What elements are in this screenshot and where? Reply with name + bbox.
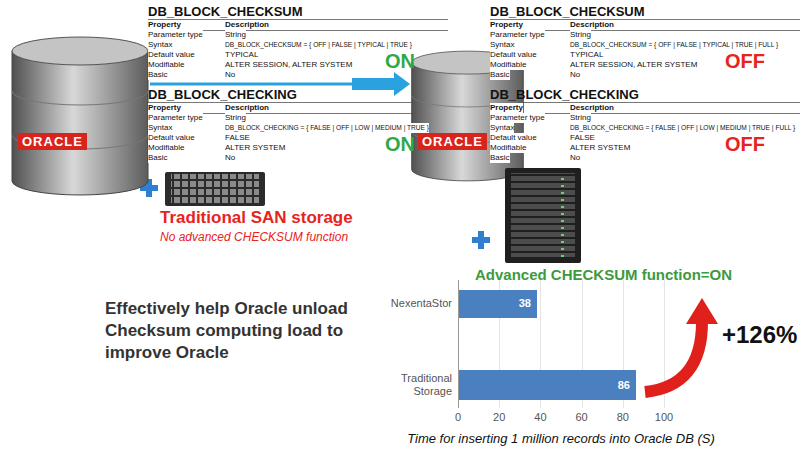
node-text: ORACLE	[18, 133, 87, 150]
table-cell: String	[225, 30, 246, 40]
table-cell: Parameter type	[490, 30, 545, 40]
table-cell: String	[570, 30, 591, 40]
table-cell: Parameter type	[148, 30, 203, 40]
table-cell: String	[225, 113, 246, 123]
table-cell: Description	[225, 103, 269, 113]
bar-value: 86	[618, 379, 630, 392]
table-cell: Description	[225, 20, 269, 30]
axis-tick: 80	[617, 411, 629, 424]
table-cell: Syntax	[490, 123, 514, 133]
table-cell: Description	[570, 103, 614, 113]
table-cell: Modifiable	[148, 60, 184, 70]
node-text: Advanced CHECKSUM function=ON	[475, 266, 732, 283]
table-cell: ALTER SESSION, ALTER SYSTEM	[225, 60, 352, 70]
table-cell: Property	[148, 103, 181, 113]
table-cell: Modifiable	[490, 143, 526, 153]
axis-tick: 60	[575, 411, 587, 424]
database-cylinder	[10, 35, 150, 197]
connector-line	[150, 83, 352, 86]
table-cell: Default value	[490, 133, 537, 143]
bar-label: Traditional Storage	[390, 372, 452, 398]
table-cell: Basic	[490, 153, 510, 163]
axis-title: Time for inserting 1 million records int…	[407, 431, 715, 446]
storage-server: Advanced CHECKSUM function=ON	[470, 168, 770, 290]
table-cell: No	[225, 153, 235, 163]
axis-tick: 40	[534, 411, 546, 424]
table-cell: Default value	[148, 50, 195, 60]
table-cell: DB_BLOCK_CHECKING = { FALSE | OFF | LOW …	[570, 123, 795, 133]
status-text: ON	[385, 134, 415, 154]
axis-tick: 20	[493, 411, 505, 424]
table-cell: Parameter type	[490, 113, 545, 123]
node-text: Traditional SAN storage	[160, 208, 353, 228]
table-cell: Property	[490, 103, 523, 113]
table-cell: Basic	[490, 70, 510, 80]
table-cell: No	[225, 70, 235, 80]
axis-tick: 100	[655, 411, 673, 424]
bar	[459, 290, 537, 318]
node-text: No advanced CHECKSUM function	[160, 230, 348, 244]
table-cell: TYPICAL	[570, 50, 603, 60]
table-cell: TYPICAL	[225, 50, 258, 60]
status-text: ON	[385, 51, 415, 71]
storage-unit: Traditional SAN storage No advanced CHECK…	[160, 172, 390, 254]
table-cell: Syntax	[490, 40, 514, 50]
table-cell: Parameter type	[148, 113, 203, 123]
table-title: DB_BLOCK_CHECKSUM	[148, 4, 303, 19]
table-cell: ALTER SESSION, ALTER SYSTEM	[570, 60, 697, 70]
bar	[459, 370, 636, 400]
table-cell: No	[570, 70, 580, 80]
table-cell: DB_BLOCK_CHECKSUM = { OFF | FALSE | TYPI…	[570, 40, 778, 50]
table-cell: Default value	[490, 50, 537, 60]
table-cell: FALSE	[570, 133, 595, 143]
table-cell: ALTER SYSTEM	[225, 143, 285, 153]
table-cell: String	[570, 113, 591, 123]
table-cell: Modifiable	[148, 143, 184, 153]
status-text: OFF	[725, 51, 765, 71]
server-rack	[505, 168, 581, 263]
table-cell: Modifiable	[490, 60, 526, 70]
table-cell: Syntax	[148, 123, 172, 133]
table-cell: DB_BLOCK_CHECKING = { FALSE | OFF | LOW …	[225, 123, 429, 133]
table-title: DB_BLOCK_CHECKSUM	[490, 4, 645, 19]
axis-tick: 0	[455, 411, 461, 424]
note-text: Effectively help Oracle unload Checksum …	[105, 298, 390, 364]
arrow-head	[352, 72, 410, 96]
status-text: OFF	[725, 134, 765, 154]
table-cell: Basic	[148, 153, 168, 163]
table-cell: FALSE	[225, 133, 250, 143]
table-title: DB_BLOCK_CHECKING	[148, 87, 297, 102]
table-cell: Syntax	[148, 40, 172, 50]
table-cell: DB_BLOCK_CHECKSUM = { OFF | FALSE | TYPI…	[225, 40, 412, 50]
node-text: ORACLE	[418, 133, 487, 150]
table-cell: No	[570, 153, 580, 163]
table-title: DB_BLOCK_CHECKING	[490, 87, 639, 102]
bar-label: NexentaStor	[391, 297, 452, 310]
table-cell: Default value	[148, 133, 195, 143]
growth-arrow-head	[686, 298, 718, 324]
growth-arrow	[645, 322, 702, 392]
table-cell: Property	[490, 20, 523, 30]
bar-chart	[459, 280, 719, 408]
percent-label: +126%	[722, 322, 797, 348]
table-cell: Property	[148, 20, 181, 30]
table-cell: Basic	[148, 70, 168, 80]
table-cell: ALTER SYSTEM	[570, 143, 630, 153]
table-cell: Description	[570, 20, 614, 30]
database-cylinder: ORACLE	[10, 35, 150, 197]
disk-array	[165, 172, 265, 206]
bar-value: 38	[519, 297, 531, 310]
